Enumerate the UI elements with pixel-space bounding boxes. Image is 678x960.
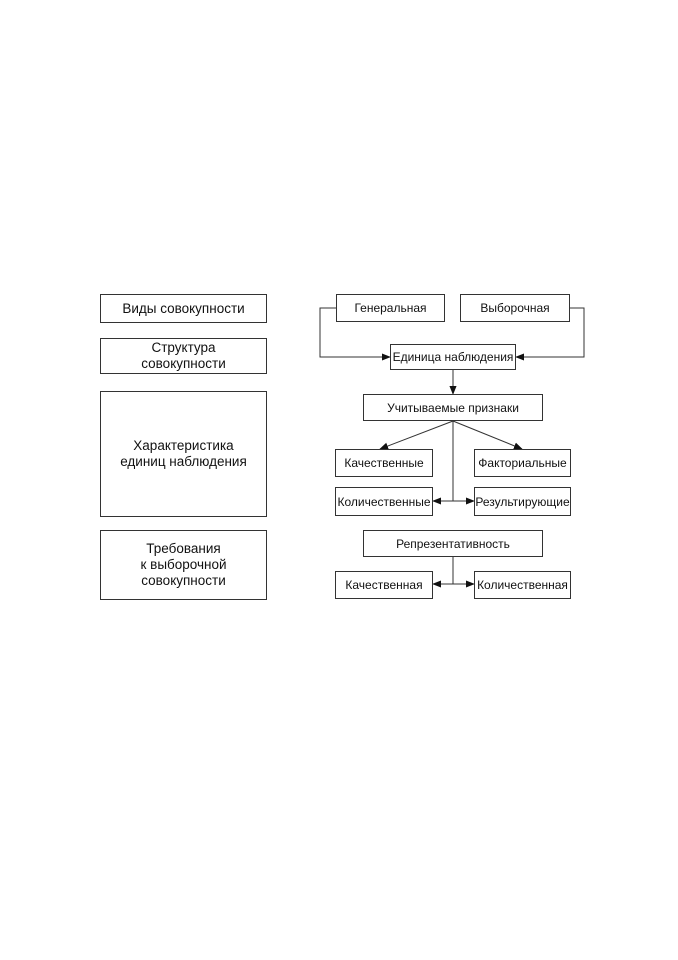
representativeness-box: Репрезентативность bbox=[363, 530, 543, 557]
arrow-general-to-unit bbox=[319, 307, 391, 361]
characteristic-box: Характеристика единиц наблюдения bbox=[100, 391, 267, 517]
unit-box: Единица наблюдения bbox=[390, 344, 516, 370]
qualitative-rep-box: Качественная bbox=[335, 571, 433, 599]
general-box: Генеральная bbox=[336, 294, 445, 322]
resultant-box: Результирующие bbox=[474, 487, 571, 516]
requirements-box: Требования к выборочной совокупности bbox=[100, 530, 267, 600]
structure-box: Структура совокупности bbox=[100, 338, 267, 374]
types-box: Виды совокупности bbox=[100, 294, 267, 323]
quantitative-rep-box: Количественная bbox=[474, 571, 571, 599]
factorial-box: Факториальные bbox=[474, 449, 571, 477]
arrow-features-to-qualitative bbox=[379, 420, 454, 450]
qualitative-box: Качественные bbox=[335, 449, 433, 477]
quantitative-box: Количественные bbox=[335, 487, 433, 516]
sample-box: Выборочная bbox=[460, 294, 570, 322]
arrow-features-to-factorial bbox=[452, 420, 523, 450]
arrow-sample-to-unit bbox=[515, 307, 585, 361]
features-box: Учитываемые признаки bbox=[363, 394, 543, 421]
